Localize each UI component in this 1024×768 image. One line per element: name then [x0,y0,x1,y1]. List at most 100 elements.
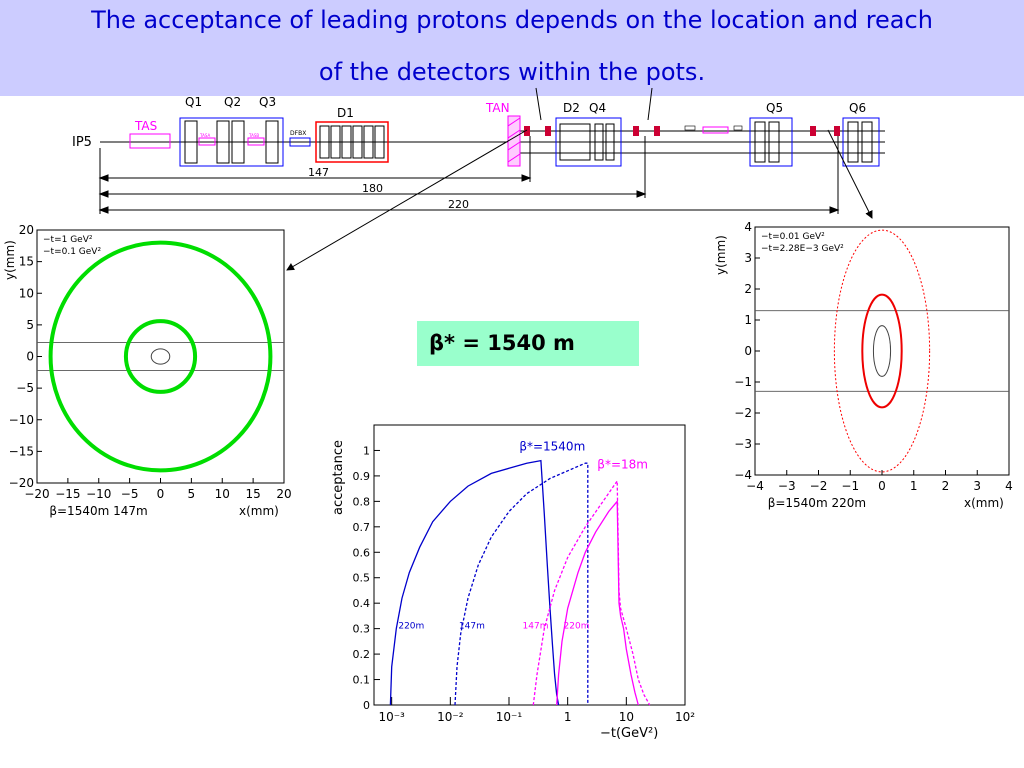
legend-entry-1: −t=2.28E−3 GeV² [761,244,844,254]
q3-label: Q3 [259,95,276,109]
annotation-5: 220m [564,622,590,632]
y-tick-label-5: −5 [16,381,34,395]
q2-label: Q2 [224,95,241,109]
y-axis-label: y(mm) [3,240,17,280]
y-tick-label-1: 0.1 [353,674,371,687]
legend-entry-1: −t=0.1 GeV² [43,247,101,257]
q4-label: Q4 [589,101,606,115]
q6-label: Q6 [849,101,866,115]
y-tick-label-8: −20 [9,476,34,490]
q3-magnet [265,120,279,164]
y-tick-label-2: 2 [744,282,752,296]
y-tick-label-0: 4 [744,220,752,234]
y-tick-label-6: 0.6 [353,546,371,559]
title-band [0,0,1024,96]
tasa-label: TASA [199,133,210,138]
annotation-0: β*=1540m [519,439,585,453]
distance-180-label: 180 [362,182,383,195]
x-tick-label-4: 0 [157,487,165,501]
q2-magnet [231,120,245,164]
slide-title-line-2: of the detectors within the pots. [318,58,706,86]
y-tick-label-5: 0.5 [353,572,371,585]
y-tick-label-3: 1 [744,313,752,327]
roman-pot-180 [633,126,660,136]
ellipse-2 [150,348,171,365]
y-tick-label-8: −4 [734,468,752,482]
distance-147-label: 147 [308,166,329,179]
beamline-schematic: IP5 TAS TASA TASB Q1 Q2 Q3 DFBX D1 TAN D… [72,95,885,214]
small-element-1 [702,126,729,134]
q5-magnet-b [768,121,780,163]
q1b-magnet [216,120,230,164]
x-tick-label-4: 0 [878,479,886,493]
ellipse-1 [861,293,903,409]
d2-magnet [559,123,591,161]
d2-q4-box [555,117,622,167]
tas-label: TAS [134,119,157,133]
x-tick-label-8: 20 [276,487,291,501]
d2-label: D2 [563,101,580,115]
y-tick-label-1: 15 [19,255,34,269]
x-tick-label-1: −3 [778,479,796,493]
small-element-2 [684,125,696,131]
series-line-0 [389,459,560,706]
y-tick-label-6: −10 [9,413,34,427]
slide-title-line-1: The acceptance of leading protons depend… [91,6,933,34]
series-line-3 [532,478,651,706]
y-tick-label-2: 10 [19,286,34,300]
triplet-box [179,117,284,167]
tasb-element [247,137,265,146]
y-axis-label: acceptance [331,440,346,515]
y-tick-label-4: 0 [744,344,752,358]
ellipse-2 [872,325,892,377]
y-tick-label-0: 20 [19,223,34,237]
y-tick-label-1: 3 [744,251,752,265]
y-tick-label-7: −15 [9,444,34,458]
annotation-2: 220m [398,622,424,632]
legend-entry-0: −t=1 GeV² [43,235,93,245]
y-tick-label-9: 0.9 [353,470,371,483]
y-tick-label-3: 5 [26,318,34,332]
tasa-element [198,137,216,146]
series-line-1 [454,462,589,706]
plot-frame [36,229,285,484]
x-tick-label-3: 1 [564,710,572,724]
tas-element [129,133,171,149]
y-tick-label-2: 0.2 [353,648,371,661]
x-tick-label-6: 2 [942,479,950,493]
series-line-2 [556,499,639,706]
annotation-4: 147m [523,622,549,632]
x-tick-label-3: −1 [841,479,859,493]
q5-label: Q5 [766,101,783,115]
small-element-3 [733,125,743,131]
y-tick-label-4: 0.4 [353,597,371,610]
x-tick-label-0: −20 [24,487,49,501]
x-tick-label-2: −10 [86,487,111,501]
plot-footer: β=1540m 147m [49,504,147,518]
x-axis-label: −t(GeV²) [600,726,658,741]
x-tick-label-8: 4 [1005,479,1013,493]
annotation-1: β*=18m [597,457,648,471]
x-axis-label: x(mm) [239,504,279,518]
ellipse-0 [48,240,273,473]
x-tick-label-1: 10⁻² [437,710,464,724]
y-axis-label: y(mm) [714,235,728,275]
annotation-3: 147m [459,622,485,632]
tasb-label: TASB [248,133,259,138]
q4-magnet-a [594,123,604,161]
y-tick-label-7: 0.7 [353,521,371,534]
ellipse-1 [123,319,198,394]
q1-label: Q1 [185,95,202,109]
x-tick-label-4: 10 [619,710,634,724]
x-tick-label-2: 10⁻¹ [496,710,523,724]
q5-box [749,117,793,167]
d1-label: D1 [337,106,354,120]
tan-label: TAN [485,101,510,115]
x-tick-label-3: −5 [121,487,139,501]
beta-star-label: β* = 1540 m [417,321,639,366]
x-tick-label-2: −2 [810,479,828,493]
y-tick-label-6: −2 [734,406,752,420]
